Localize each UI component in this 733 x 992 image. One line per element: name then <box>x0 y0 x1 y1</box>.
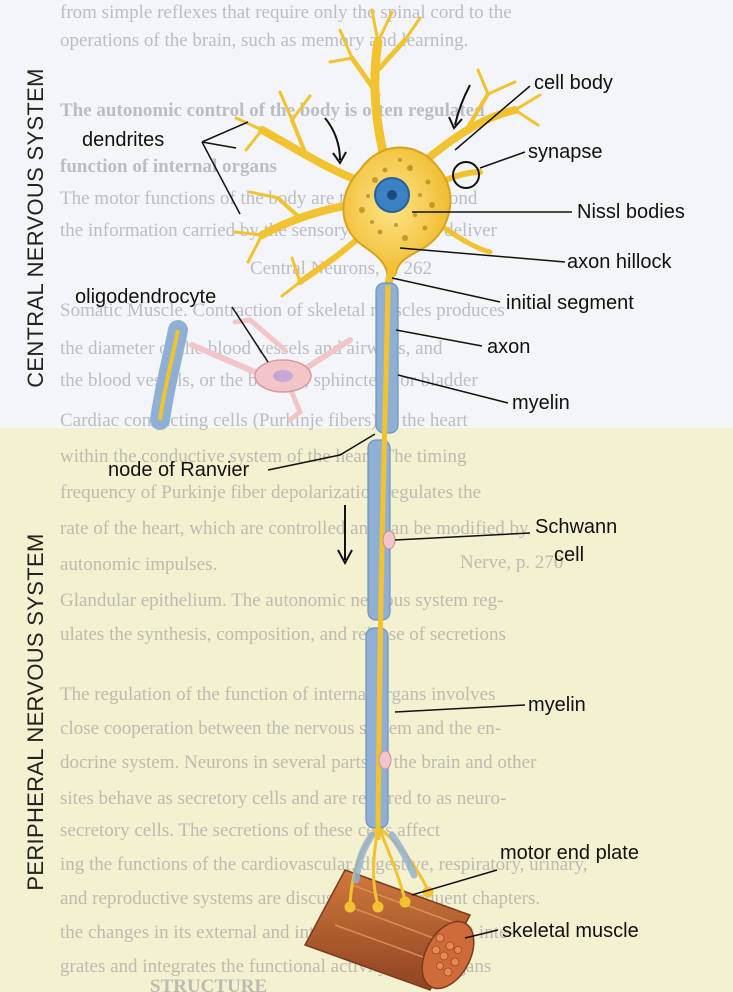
axon-myelin-sheath <box>365 266 399 841</box>
ghost-line: from simple reflexes that require only t… <box>60 2 512 23</box>
ghost-line: function of internal organs <box>60 156 277 177</box>
label-myelin-lower: myelin <box>528 694 586 716</box>
label-schwann-cell-line2: cell <box>554 544 585 566</box>
label-dendrites: dendrites <box>82 129 165 151</box>
label-axon: axon <box>487 336 531 358</box>
end-plate-sheaths <box>352 831 418 884</box>
label-schwann-cell-line1: Schwann <box>535 516 618 538</box>
ghost-line: ing the functions of the cardiovascular,… <box>60 854 588 875</box>
ghost-line: Nerve, p. 270 <box>460 552 564 573</box>
oligodendrocyte-cell <box>150 317 353 430</box>
ghost-line: within the conductive system of the hear… <box>60 446 467 467</box>
ghost-line: operations of the brain, such as memory … <box>60 30 469 51</box>
ghost-line: ulates the synthesis, composition, and r… <box>60 624 506 645</box>
cell-body-soma <box>342 146 452 276</box>
synapse-marker <box>452 161 480 189</box>
label-motor-end-plate: motor end plate <box>500 842 639 864</box>
label-cell-body: cell body <box>534 72 613 94</box>
label-synapse: synapse <box>528 141 603 163</box>
dendrite-tree <box>233 8 542 298</box>
ghost-line: close cooperation between the nervous sy… <box>60 718 502 739</box>
skeletal-muscle-fiber <box>303 869 475 991</box>
ghost-line: secretory cells. The secretions of these… <box>60 820 441 841</box>
ghost-line: STRUCTURE <box>150 976 268 992</box>
label-nissl-bodies: Nissl bodies <box>577 201 685 223</box>
label-node-of-ranvier: node of Ranvier <box>108 459 250 481</box>
label-oligodendrocyte: oligodendrocyte <box>75 286 217 308</box>
label-myelin-upper: myelin <box>512 392 570 414</box>
ghost-line: rate of the heart, which are controlled … <box>60 518 529 539</box>
ghost-line: sites behave as secretory cells and are … <box>60 788 507 809</box>
ghost-line: autonomic impulses. <box>60 554 218 575</box>
ghost-line: Glandular epithelium. The autonomic nerv… <box>60 590 504 611</box>
signal-direction-arrows <box>324 84 471 566</box>
label-initial-segment: initial segment <box>506 292 634 314</box>
label-axon-hillock: axon hillock <box>567 251 672 273</box>
leader-lines <box>201 85 572 939</box>
schwann-nucleus <box>382 530 396 550</box>
nissl-bodies <box>359 158 435 241</box>
label-skeletal-muscle: skeletal muscle <box>502 920 639 942</box>
ghost-line: docrine system. Neurons in several parts… <box>60 752 537 773</box>
